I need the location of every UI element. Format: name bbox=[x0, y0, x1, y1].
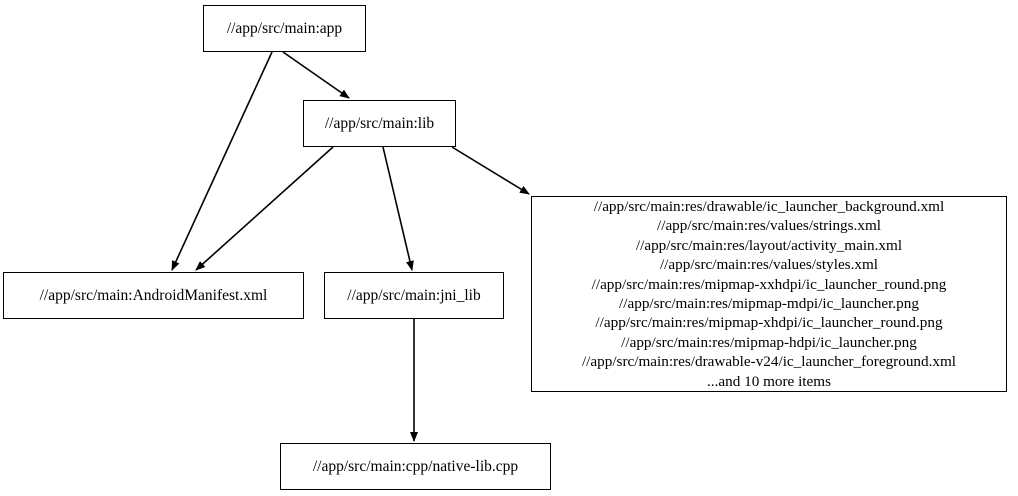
graph-node-jni-lib[interactable]: //app/src/main:jni_lib bbox=[324, 272, 504, 319]
edge-app-to-androidmanifest bbox=[171, 51, 273, 271]
graph-node-app-label: //app/src/main:app bbox=[226, 19, 343, 37]
graph-node-jni-lib-label: //app/src/main:jni_lib bbox=[347, 286, 481, 304]
graph-node-lib-label: //app/src/main:lib bbox=[324, 114, 435, 132]
edge-lib-to-res-group bbox=[451, 146, 530, 195]
graph-node-native-lib-cpp-label: //app/src/main:cpp/native-lib.cpp bbox=[312, 457, 519, 475]
graph-node-res-group[interactable]: //app/src/main:res/drawable/ic_launcher_… bbox=[531, 196, 1007, 392]
graph-node-res-group-label: //app/src/main:res/drawable/ic_launcher_… bbox=[581, 197, 957, 390]
edge-lib-to-jni-lib bbox=[382, 146, 414, 271]
graph-node-app[interactable]: //app/src/main:app bbox=[203, 5, 366, 52]
edge-lib-to-androidmanifest bbox=[195, 146, 334, 271]
graph-node-lib[interactable]: //app/src/main:lib bbox=[303, 100, 456, 147]
graph-node-androidmanifest[interactable]: //app/src/main:AndroidManifest.xml bbox=[3, 272, 304, 319]
graph-node-native-lib-cpp[interactable]: //app/src/main:cpp/native-lib.cpp bbox=[280, 443, 551, 490]
edge-app-to-lib bbox=[282, 51, 350, 99]
graph-node-androidmanifest-label: //app/src/main:AndroidManifest.xml bbox=[39, 286, 268, 304]
